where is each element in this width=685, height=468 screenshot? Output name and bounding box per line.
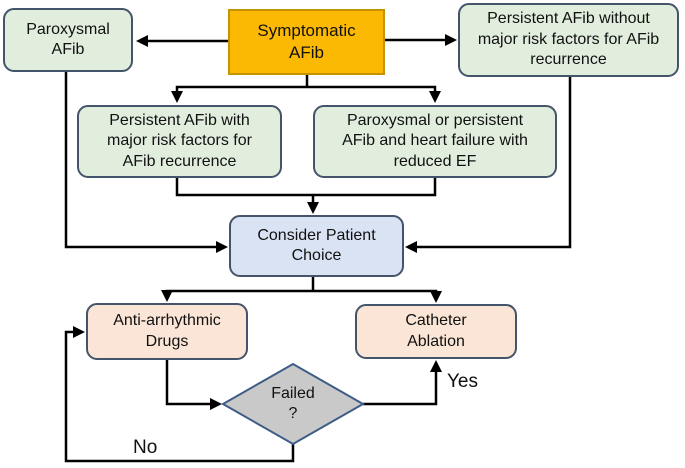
- node-paroxysmal-afib: Paroxysmal AFib: [3, 8, 133, 72]
- edge-drugs-to-failed: [165, 360, 223, 410]
- edge-split-to-treatments: [161, 289, 443, 304]
- node-catheter-ablation: Catheter Ablation: [355, 304, 517, 359]
- edge-label-yes: Yes: [447, 371, 478, 392]
- node-consider-patient-choice: Consider Patient Choice: [229, 215, 404, 277]
- node-label: Symptomatic AFib: [257, 21, 356, 62]
- node-label: Anti-arrhythmic Drugs: [113, 312, 221, 350]
- decision-diamond: [220, 362, 366, 446]
- node-persistent-afib-with-risk: Persistent AFib with major risk factors …: [77, 105, 282, 178]
- edge-failed-no-loop: [64, 325, 295, 463]
- edge-paroxysmal-to-consider: [64, 72, 229, 253]
- node-symptomatic-afib: Symptomatic AFib: [228, 9, 385, 75]
- node-label: Catheter Ablation: [405, 312, 467, 350]
- node-label: Paroxysmal or persistent AFib and heart …: [342, 111, 528, 170]
- node-label: Paroxysmal AFib: [26, 20, 110, 58]
- node-label: Failed ?: [271, 385, 315, 422]
- edge-label-no: No: [133, 437, 158, 458]
- edge-branch-to-middle-boxes: [171, 85, 442, 104]
- node-persistent-afib-without-risk: Persistent AFib without major risk facto…: [458, 3, 679, 77]
- node-label: Consider Patient Choice: [257, 226, 376, 264]
- node-anti-arrhythmic-drugs: Anti-arrhythmic Drugs: [86, 303, 248, 360]
- node-parox-persistent-heart-failure: Paroxysmal or persistent AFib and heart …: [313, 105, 557, 178]
- node-label: Persistent AFib with major risk factors …: [107, 111, 252, 170]
- edge-middle-merge: [175, 178, 437, 197]
- edge-failed-yes-to-ablation: [363, 359, 442, 406]
- edge-persistent-without-to-consider: [404, 77, 572, 254]
- node-label: Persistent AFib without major risk facto…: [477, 10, 660, 69]
- node-failed-question: Failed ?: [266, 382, 320, 426]
